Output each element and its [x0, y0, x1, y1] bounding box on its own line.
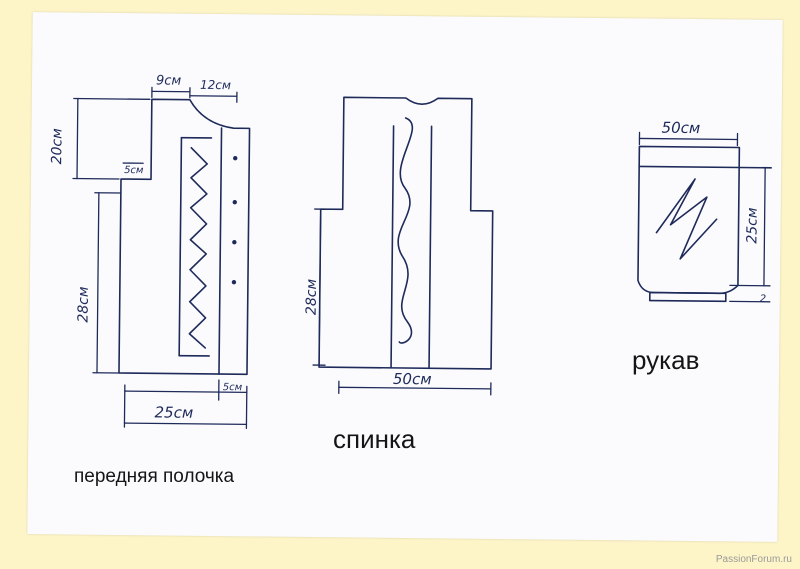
front-panel-label: передняя полочка: [74, 466, 235, 487]
back-panel-outline: [318, 96, 494, 370]
front-buttons: [231, 156, 238, 285]
watermark: PassionForum.ru: [715, 554, 792, 565]
back-cable-wave: [397, 117, 413, 344]
front-step-dim: 5см: [124, 165, 144, 176]
sleeve-cable-zigzag: [655, 178, 718, 260]
sleeve-height-dim: 25см: [744, 207, 760, 244]
front-width-dim: 25см: [154, 403, 193, 421]
front-top-dim: 9см: [156, 73, 182, 88]
front-height-dim: 28см: [76, 286, 92, 323]
back-dimensions: [312, 208, 492, 396]
front-band-dim: 5см: [223, 382, 243, 393]
back-panel-label: спинка: [333, 424, 416, 454]
pattern-drawing: 9см 12см 20см 5см 28см 5см 25см 28см 50с…: [49, 73, 772, 429]
back-height-dim: 28см: [304, 278, 320, 315]
sleeve-width-dim: 50см: [661, 119, 700, 137]
front-dimensions: [72, 86, 248, 429]
pattern-sheet: 9см 12см 20см 5см 28см 5см 25см 28см 50с…: [27, 12, 783, 542]
front-neck-dim: 12см: [200, 78, 231, 92]
front-shoulder-dim: 20см: [49, 128, 65, 165]
sleeve-cuff-dim: 2: [760, 294, 766, 305]
sleeve-outline: [637, 145, 772, 303]
sleeve-dimensions: [638, 131, 771, 303]
front-panel-outline: [118, 98, 251, 376]
back-width-dim: 50см: [393, 370, 432, 388]
front-cable-zigzag: [188, 146, 208, 349]
sleeve-label: рукав: [632, 345, 700, 375]
